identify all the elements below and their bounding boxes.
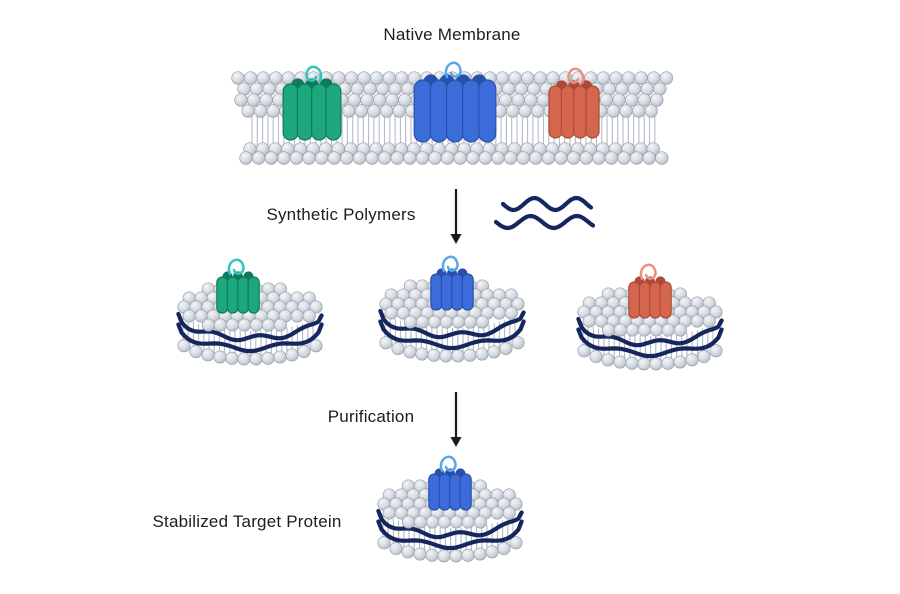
nanodisc-green-protein: [176, 258, 324, 366]
native-membrane-illustration: [231, 61, 674, 165]
nanodisc-blue-protein: [378, 255, 526, 363]
arrow-down-icon: [450, 392, 462, 447]
arrow-down-icon: [450, 189, 462, 244]
label-stabilized-target-protein: Stabilized Target Protein: [152, 512, 342, 531]
label-native-membrane: Native Membrane: [383, 25, 521, 44]
label-purification: Purification: [327, 407, 415, 426]
label-synthetic-polymers: Synthetic Polymers: [266, 205, 416, 224]
nanodisc-orange-protein: [576, 263, 724, 371]
nanodisc-stabilized-protein: [376, 455, 524, 563]
polymer-wavy-lines-icon: [493, 195, 596, 231]
